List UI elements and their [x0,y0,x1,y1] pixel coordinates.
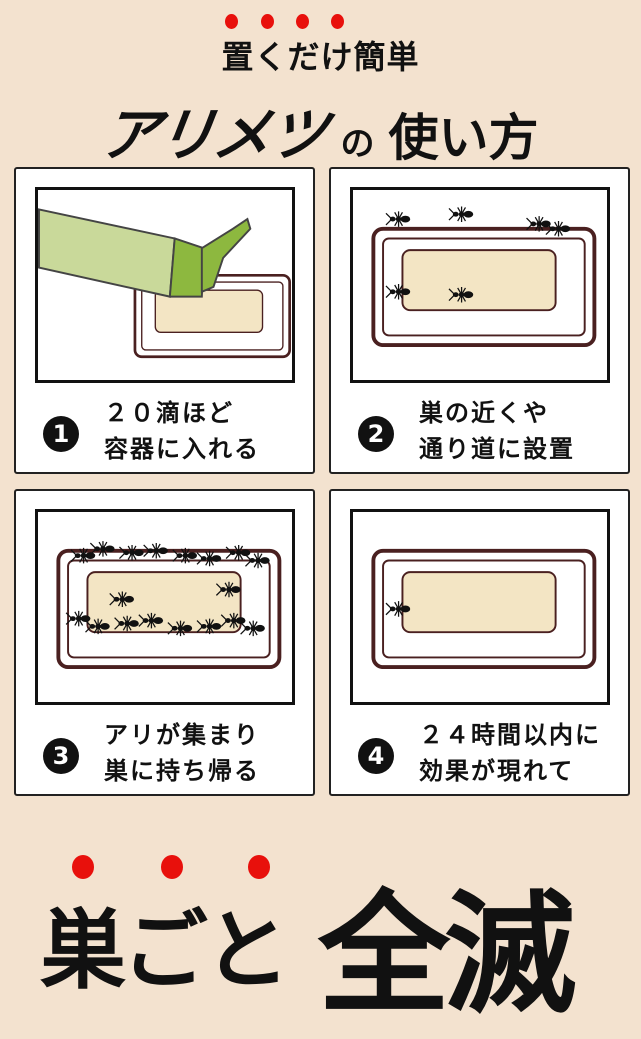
brand-logo: アリメツ [97,101,331,169]
step-caption: ２０滴ほど容器に入れる [104,395,260,467]
caption-line: ２０滴ほど [104,399,234,427]
emphasis-dot [296,14,309,29]
title-rest: 使い方 [388,109,539,167]
step-number-badge: 4 [358,738,394,774]
step-number-badge: 2 [358,416,394,452]
emphasis-dot [161,855,183,879]
caption-line: ２４時間以内に [419,721,601,749]
title-particle: の [340,124,375,164]
emphasis-dot [225,14,238,29]
page-title: アリメツの使い方 [0,88,641,172]
emphasis-dot [72,855,94,879]
step-caption: 巣の近くや通り道に設置 [419,395,575,467]
caption-line: 容器に入れる [104,435,260,463]
step-1-illustration [35,187,295,383]
step-3-panel: 3 アリが集まり巣に持ち帰る [14,489,315,796]
footer-slogan-part2: 全滅 [318,878,576,1032]
caption-line: アリが集まり [104,721,260,749]
emphasis-dot [248,855,270,879]
step-3-illustration [35,509,295,705]
emphasis-dot [261,14,274,29]
emphasis-dot [331,14,344,29]
step-caption: ２４時間以内に効果が現れて [419,717,601,789]
step-1-panel: 1 ２０滴ほど容器に入れる [14,167,315,474]
step-number-badge: 3 [43,738,79,774]
caption-line: 通り道に設置 [419,435,575,463]
subtitle: 置くだけ簡単 [221,38,420,76]
caption-line: 巣の近くや [419,399,549,427]
step-caption: アリが集まり巣に持ち帰る [104,717,260,789]
step-4-illustration [350,509,610,705]
caption-line: 効果が現れて [419,757,575,785]
step-4-panel: 4 ２４時間以内に効果が現れて [329,489,630,796]
footer-slogan-part1: 巣ごと [40,901,290,1001]
caption-line: 巣に持ち帰る [104,757,260,785]
step-2-panel: 2 巣の近くや通り道に設置 [329,167,630,474]
step-2-illustration [350,187,610,383]
step-number-badge: 1 [43,416,79,452]
